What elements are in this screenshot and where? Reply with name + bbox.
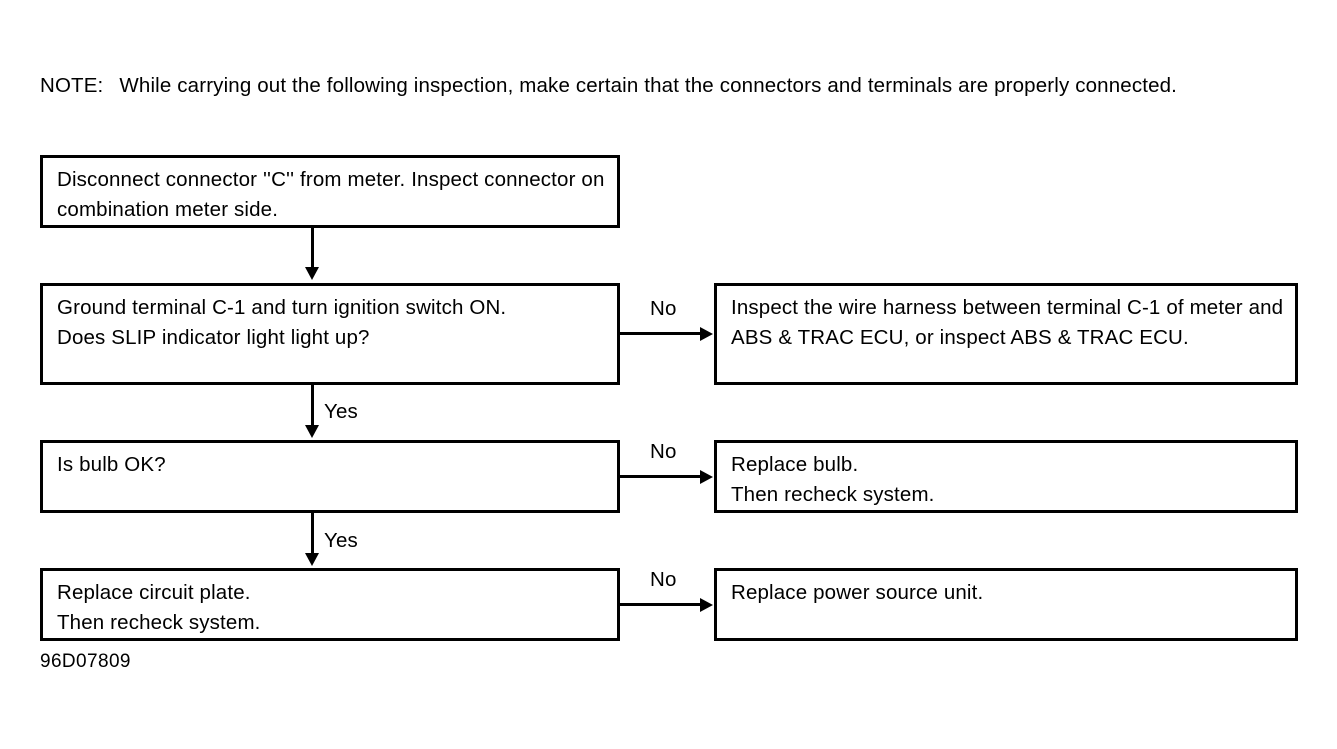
branch-label-no-1: No (650, 297, 677, 320)
arrow-down-icon (305, 267, 319, 280)
branch-label-no-2: No (650, 440, 677, 463)
flow-box-is-bulb-ok-text: Is bulb OK? (57, 453, 166, 476)
flow-box-ground-terminal-text: Ground terminal C-1 and turn ignition sw… (57, 296, 507, 349)
note-block: NOTE: While carrying out the following in… (40, 70, 1302, 101)
arrow-right-icon (700, 598, 713, 612)
flow-box-replace-power-source-text: Replace power source unit. (731, 581, 984, 604)
branch-label-yes-2: Yes (324, 529, 358, 552)
note-text: While carrying out the following inspect… (119, 74, 1178, 97)
connector-line-bulb-to-circuit-plate (311, 513, 314, 555)
arrow-down-icon (305, 553, 319, 566)
connector-line-bulb-to-replace-bulb (620, 475, 704, 478)
connector-line-circuit-plate-to-power-source (620, 603, 704, 606)
flow-box-disconnect-text: Disconnect connector ''C'' from meter. I… (57, 168, 605, 221)
flow-box-inspect-harness: Inspect the wire harness between termina… (714, 283, 1298, 385)
flow-box-replace-circuit-plate-text: Replace circuit plate. Then recheck syst… (57, 581, 261, 634)
branch-label-yes-1: Yes (324, 400, 358, 423)
flow-box-inspect-harness-text: Inspect the wire harness between termina… (731, 296, 1284, 349)
flow-box-ground-terminal: Ground terminal C-1 and turn ignition sw… (40, 283, 620, 385)
flow-box-replace-circuit-plate: Replace circuit plate. Then recheck syst… (40, 568, 620, 641)
branch-label-no-3: No (650, 568, 677, 591)
flow-box-replace-bulb-text: Replace bulb. Then recheck system. (731, 453, 935, 506)
note-label: NOTE: (40, 74, 104, 97)
connector-line-ground-to-harness (620, 332, 704, 335)
figure-reference: 96D07809 (40, 651, 131, 672)
connector-line-ground-to-bulb (311, 385, 314, 427)
flow-box-disconnect: Disconnect connector ''C'' from meter. I… (40, 155, 620, 228)
flow-box-is-bulb-ok: Is bulb OK? (40, 440, 620, 513)
flow-box-replace-bulb: Replace bulb. Then recheck system. (714, 440, 1298, 513)
connector-line-disconnect-to-ground (311, 228, 314, 270)
arrow-down-icon (305, 425, 319, 438)
arrow-right-icon (700, 470, 713, 484)
arrow-right-icon (700, 327, 713, 341)
flow-box-replace-power-source: Replace power source unit. (714, 568, 1298, 641)
